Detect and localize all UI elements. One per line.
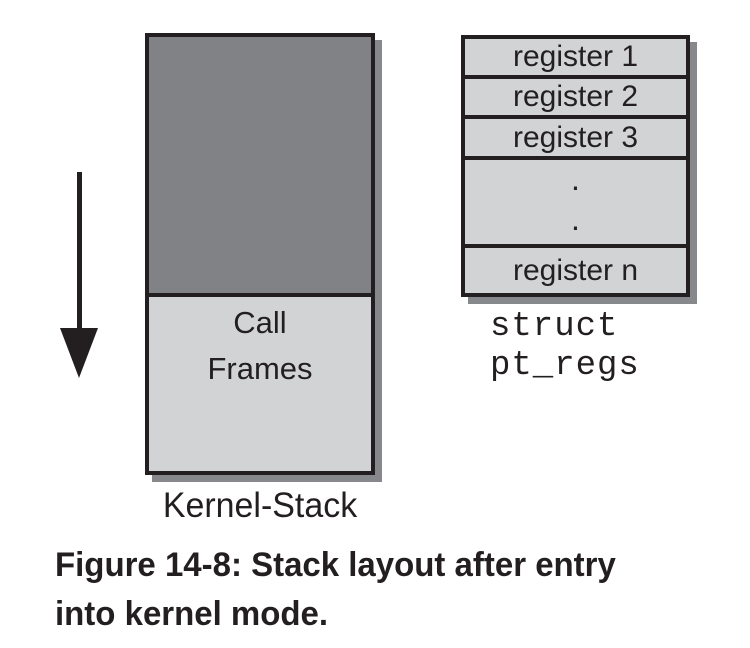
call-frames-region: Call Frames — [149, 297, 371, 471]
figure-caption: Figure 14-8: Stack layout after entry in… — [55, 541, 616, 639]
register-row: register n — [512, 253, 639, 287]
call-frames-label-line1: Call — [233, 305, 287, 340]
kernel-stack-box: Call Frames — [145, 33, 375, 475]
caption-line-1: Figure 14-8: Stack layout after entry — [55, 546, 616, 584]
ellipsis-dot: . — [571, 201, 580, 237]
call-frames-label-line2: Frames — [207, 351, 313, 386]
ellipsis-row: . . — [465, 160, 686, 248]
caption-line-2: into kernel mode. — [55, 595, 329, 633]
stack-used-region — [149, 37, 371, 297]
struct-label-line1: struct — [490, 308, 619, 346]
ellipsis-dot: . — [571, 161, 580, 197]
register-row: register 1 — [465, 39, 686, 79]
struct-pt-regs-label: struct pt_regs — [490, 308, 640, 386]
struct-label-line2: pt_regs — [490, 347, 640, 385]
pt-regs-table: register 1 register 2 register 3 . . reg… — [461, 35, 690, 297]
kernel-stack-label: Kernel-Stack — [162, 486, 358, 525]
arrow-shaft — [77, 172, 82, 329]
arrow-head — [60, 328, 98, 378]
register-row: register 2 — [465, 79, 686, 119]
register-row: register 3 — [465, 119, 686, 160]
